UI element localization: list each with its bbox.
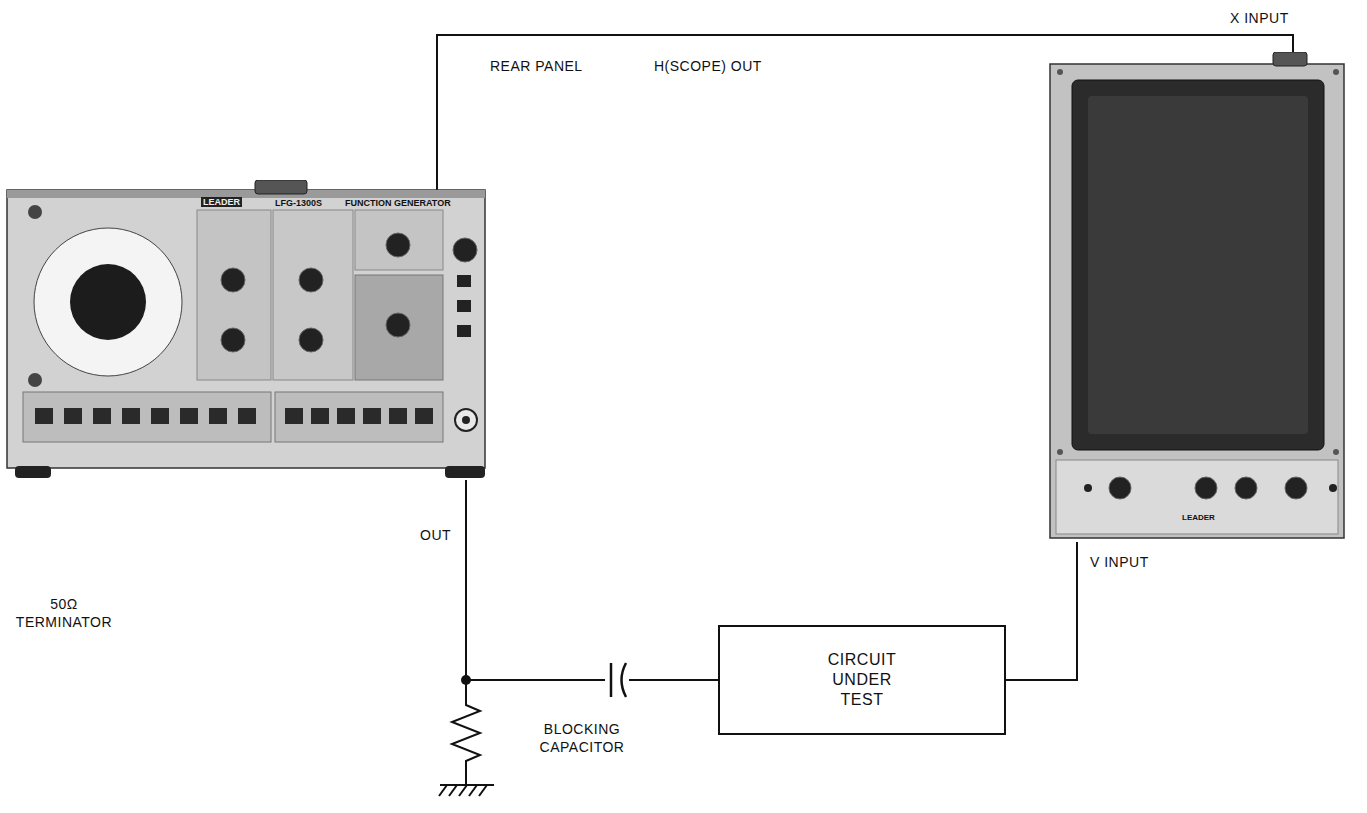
brand-label: LEADER [201,197,242,207]
signal-label: X INPUT [1228,10,1291,28]
terminal-label: OUT [418,527,453,545]
note-label: REAR PANEL [488,58,585,76]
capacitor-symbol [605,663,629,697]
oscilloscope-illustration [1048,52,1346,542]
component-label: 50Ω TERMINATOR [6,596,122,631]
generator-illustration [5,180,487,480]
model-label: LFG-1300S [273,198,324,208]
resistor-symbol [452,680,480,785]
instrument-name: FUNCTION GENERATOR [343,198,453,208]
process-box: CIRCUIT UNDER TEST [718,625,1006,735]
signal-label: V INPUT [1088,554,1151,572]
wire [466,480,718,680]
function-generator: LEADER LFG-1300S FUNCTION GENERATOR [5,180,487,480]
ground-symbol [439,785,494,796]
signal-label: H(SCOPE) OUT [652,58,764,76]
wire [1006,542,1077,680]
oscilloscope: LEADER [1048,52,1346,542]
box-text: CIRCUIT UNDER TEST [812,650,912,710]
component-label: BLOCKING CAPACITOR [528,721,636,756]
brand-label: LEADER [1180,513,1217,522]
